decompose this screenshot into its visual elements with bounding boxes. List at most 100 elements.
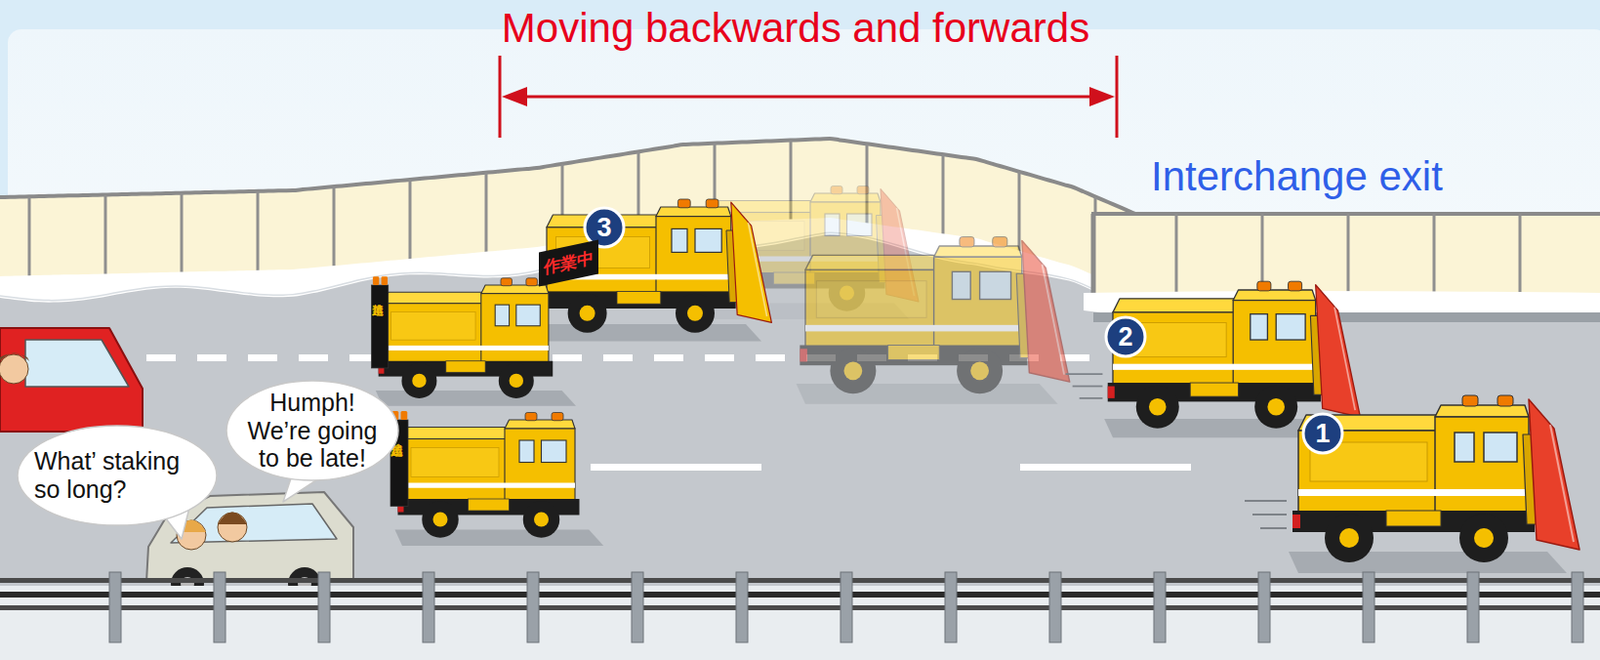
guardrail-post: [631, 572, 644, 643]
truck-wheel: [675, 293, 715, 333]
lane-dash: [552, 354, 582, 362]
beacon-light: [500, 278, 513, 287]
plow-edge: [1550, 424, 1574, 542]
beacon-light: [525, 412, 537, 421]
guardrail-post: [422, 572, 435, 643]
beacon-light: [1257, 281, 1272, 291]
truck-wheel: [421, 500, 459, 538]
truck-cab: [1232, 300, 1315, 385]
truck-wheel: [401, 363, 437, 399]
tail-light: [1107, 386, 1115, 399]
guardrail-post: [1049, 572, 1062, 643]
beacon-light: [705, 199, 719, 208]
wheel-hub: [1148, 398, 1167, 416]
speed-line: [1066, 372, 1104, 375]
beacon-light: [551, 412, 564, 421]
truck-shadow: [395, 530, 605, 547]
truck-body: [805, 269, 942, 347]
guardrail-rail: [0, 591, 1600, 598]
beacon-light: [1288, 281, 1303, 291]
fence-post: [1091, 213, 1097, 304]
guardrail-rail: [0, 577, 1600, 583]
beacon-light: [1462, 395, 1478, 407]
plow-blade: [731, 202, 773, 323]
wheel-arch: [1386, 510, 1441, 527]
truck-cab: [1435, 416, 1529, 513]
arrow-head: [501, 86, 528, 107]
fence-post: [942, 154, 945, 247]
fence-post: [409, 179, 412, 273]
guardrail-post: [318, 572, 330, 643]
lane-dash: [603, 354, 633, 362]
truck-cab-top: [934, 246, 1023, 257]
truck-wheel: [498, 363, 534, 399]
wheel-hub: [1474, 528, 1494, 548]
guardrail-post: [527, 572, 539, 643]
beacon-light: [992, 237, 1008, 247]
callout-number: 2: [1106, 317, 1146, 357]
truck-window: [519, 440, 534, 463]
wheel-hub: [970, 361, 989, 380]
arrow-tick: [498, 55, 502, 138]
lane-line: [590, 463, 762, 471]
guardrail-rail: [0, 605, 1600, 611]
speech-bubble: Humph! We’re going to be late!: [224, 378, 401, 483]
truck-shadow: [796, 383, 1059, 405]
speed-line: [1079, 397, 1104, 400]
truck-cab: [934, 256, 1023, 347]
truck-window: [1454, 432, 1475, 462]
wheel-arch: [888, 345, 941, 361]
truck-body-top: [402, 427, 511, 440]
truck-shadow: [538, 324, 762, 342]
fence-post: [180, 193, 184, 287]
lane-dash: [197, 354, 227, 362]
passenger-hair: [217, 512, 247, 526]
fence-post: [28, 196, 32, 289]
truck-window: [951, 271, 971, 299]
fence-post: [256, 191, 260, 285]
white-stripe: [1298, 489, 1529, 496]
truck-cab-top: [504, 419, 575, 429]
roadside: [0, 585, 1600, 660]
truck-window: [516, 304, 540, 327]
guardrail-post: [1153, 572, 1166, 643]
lane-dash: [654, 354, 684, 362]
car-body: [0, 328, 143, 432]
snowplow-truck: [390, 410, 604, 546]
truck-cab-top: [656, 206, 732, 217]
speed-line: [1244, 499, 1287, 502]
truck-body: [402, 439, 511, 501]
beacon-light: [1497, 395, 1514, 407]
motion-note: Moving backwards and forwards: [501, 7, 1090, 49]
truck-wheel: [1459, 513, 1509, 563]
beacon-light: [372, 276, 379, 286]
lane-dash: [146, 354, 176, 362]
fence-post: [1175, 213, 1179, 304]
truck-window: [847, 213, 873, 237]
arrow-tick: [1115, 55, 1119, 138]
exit-label: Interchange exit: [1150, 156, 1443, 198]
truck-wheel: [1136, 385, 1180, 429]
tail-light: [1292, 514, 1301, 529]
snowplow-truck: [796, 237, 1070, 405]
callout-number: 1: [1303, 413, 1343, 453]
fence-post: [1347, 213, 1351, 304]
fence-top-rail: [1091, 211, 1600, 216]
lane-dash: [247, 354, 278, 362]
truck-wheel: [1324, 513, 1374, 563]
road-surface: [1083, 297, 1600, 586]
beacon-light: [401, 410, 409, 420]
truck-cab: [481, 293, 549, 364]
guardrail-post: [1258, 572, 1271, 643]
wheel-hub: [533, 512, 549, 528]
arrow-head: [1089, 86, 1115, 107]
truck-wheel: [523, 500, 561, 538]
driver-hair: [0, 352, 30, 364]
truck-window: [695, 228, 722, 252]
truck-wheel: [568, 293, 608, 333]
truck-shadow: [1288, 551, 1567, 574]
guardrail-post: [1571, 572, 1584, 643]
truck-body-top: [1112, 298, 1240, 313]
